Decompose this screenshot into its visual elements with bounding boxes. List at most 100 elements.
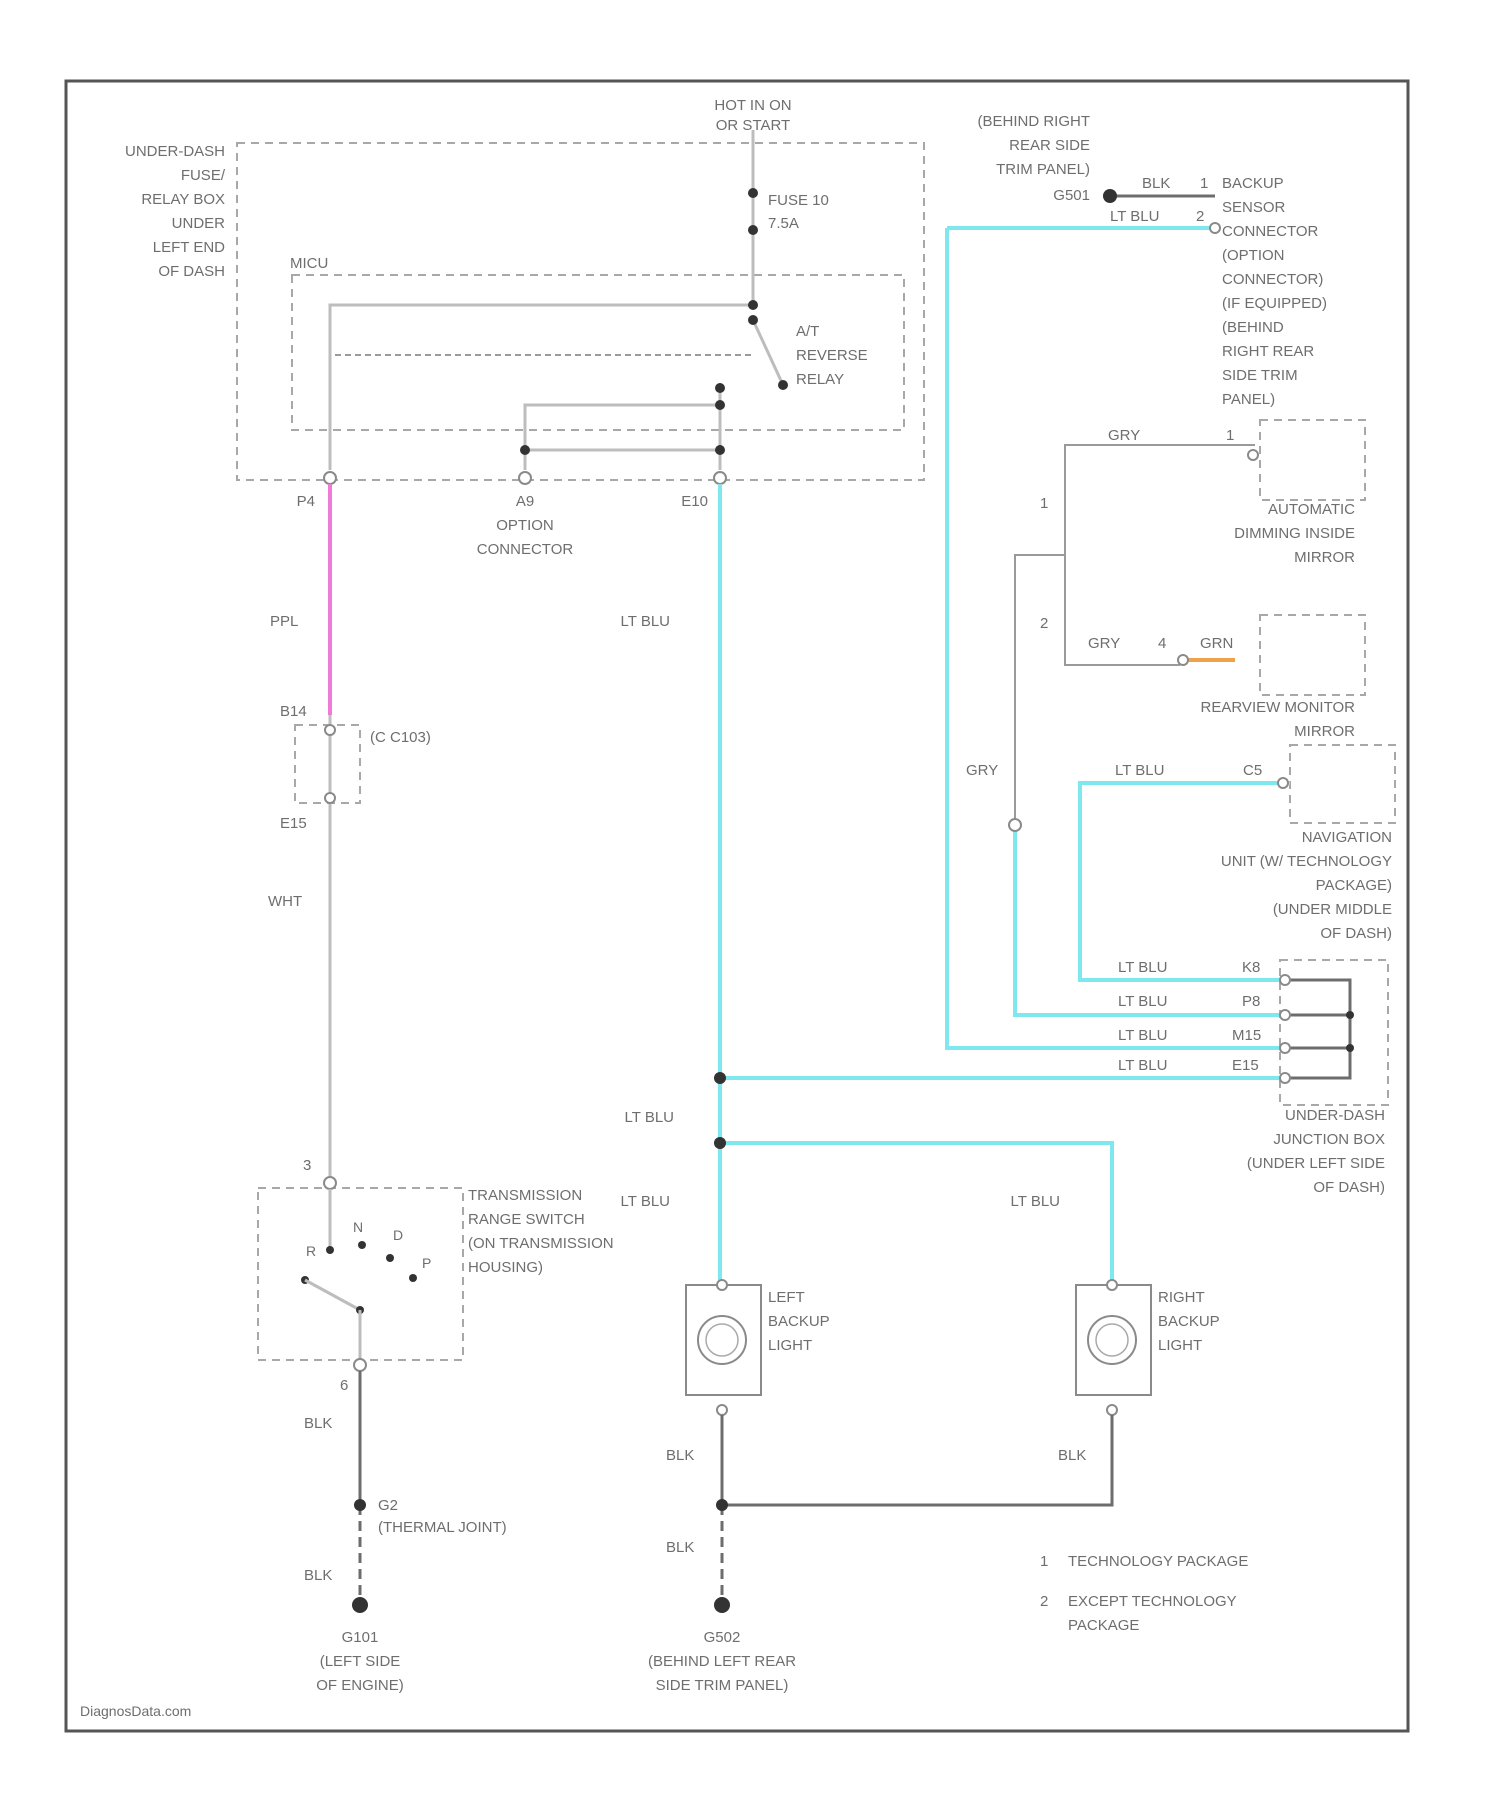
lt-blu-right-light-label: LT BLU [1011,1193,1060,1210]
junction-pin-p8 [1280,1010,1290,1020]
c103-label: (C C103) [370,729,431,746]
left-light-pin-1 [717,1280,727,1290]
svg-text:REVERSE: REVERSE [796,347,868,364]
gear-contact-d [386,1254,394,1262]
legend-2-marker: 2 [1040,615,1048,632]
svg-text:HOUSING): HOUSING) [468,1259,543,1276]
splice-dot [714,1137,726,1149]
gear-contact-p [409,1274,417,1282]
svg-text:CONNECTOR): CONNECTOR) [1222,271,1323,288]
svg-text:CONNECTOR: CONNECTOR [477,541,574,558]
svg-text:LEFT: LEFT [768,1289,805,1306]
svg-text:OF DASH: OF DASH [158,263,225,280]
svg-text:UNIT (W/ TECHNOLOGY: UNIT (W/ TECHNOLOGY [1221,853,1392,870]
g2-label: G2 [378,1497,398,1514]
splice-dot [748,188,758,198]
blk-trans-label: BLK [304,1415,332,1432]
pin-p4-terminal [324,472,336,484]
svg-text:2: 2 [1040,1593,1048,1610]
lt-blu-main-label: LT BLU [621,613,670,630]
trans-pin-6-label: 6 [340,1377,348,1394]
svg-text:(BEHIND RIGHT: (BEHIND RIGHT [978,113,1091,130]
lt-blu-left-light-label: LT BLU [621,1193,670,1210]
svg-text:P: P [422,1255,431,1271]
pin-p4-label: P4 [297,493,315,510]
junction-pin-e15 [1280,1073,1290,1083]
ppl-label: PPL [270,613,298,630]
svg-text:(BEHIND: (BEHIND [1222,319,1284,336]
svg-text:PANEL): PANEL) [1222,391,1275,408]
lt-blu-mid-label: LT BLU [625,1109,674,1126]
svg-text:RELAY: RELAY [796,371,844,388]
splice-dot [715,445,725,455]
svg-text:G502: G502 [704,1629,741,1646]
svg-text:(OPTION: (OPTION [1222,247,1285,264]
gear-contact-r [326,1246,334,1254]
svg-text:UNDER-DASH: UNDER-DASH [125,143,225,160]
gry-branch-terminal [1009,819,1021,831]
svg-text:TECHNOLOGY PACKAGE: TECHNOLOGY PACKAGE [1068,1553,1248,1570]
svg-text:OF DASH): OF DASH) [1320,925,1392,942]
svg-text:1: 1 [1040,1553,1048,1570]
blk-left-light-label: BLK [666,1447,694,1464]
svg-text:LEFT END: LEFT END [153,239,225,256]
svg-text:MIRROR: MIRROR [1294,549,1355,566]
nav-unit-pin [1278,778,1288,788]
blk-right-light-label: BLK [1058,1447,1086,1464]
svg-text:RIGHT REAR: RIGHT REAR [1222,343,1314,360]
svg-text:RIGHT: RIGHT [1158,1289,1205,1306]
trans-pin-6 [354,1359,366,1371]
svg-text:OR START: OR START [716,117,790,134]
splice-dot [748,225,758,235]
grn-label: GRN [1200,635,1233,652]
trans-pin-3-label: 3 [303,1157,311,1174]
svg-text:SIDE TRIM PANEL): SIDE TRIM PANEL) [656,1677,789,1694]
right-light-pin-1 [1107,1280,1117,1290]
g2-thermal-joint [354,1499,366,1511]
svg-text:K8: K8 [1242,959,1260,976]
svg-text:G101: G101 [342,1629,379,1646]
svg-text:N: N [353,1219,363,1235]
splice-dot [748,315,758,325]
svg-text:FUSE/: FUSE/ [181,167,226,184]
right-light-pin-2 [1107,1405,1117,1415]
g101-ground-icon [352,1597,368,1613]
splice-dot [778,380,788,390]
gear-contact-n [358,1241,366,1249]
svg-text:A9: A9 [516,493,534,510]
b14-label: B14 [280,703,307,720]
blk-g502-label: BLK [666,1539,694,1556]
svg-text:LIGHT: LIGHT [768,1337,812,1354]
svg-text:OPTION: OPTION [496,517,554,534]
micu-label: MICU [290,255,328,272]
right-bulb-icon [1088,1316,1136,1364]
pin-e10-label: E10 [681,493,708,510]
ground-splice-dot [716,1499,728,1511]
svg-text:(IF EQUIPPED): (IF EQUIPPED) [1222,295,1327,312]
gry-rearview-label: GRY [1088,635,1120,652]
svg-text:LT BLU: LT BLU [1118,1027,1167,1044]
svg-text:HOT IN ON: HOT IN ON [714,97,791,114]
wht-label: WHT [268,893,302,910]
rearview-mirror-pin [1178,655,1188,665]
svg-text:LT BLU: LT BLU [1118,1057,1167,1074]
svg-text:(BEHIND LEFT REAR: (BEHIND LEFT REAR [648,1653,796,1670]
svg-text:CONNECTOR: CONNECTOR [1222,223,1319,240]
svg-text:MIRROR: MIRROR [1294,723,1355,740]
pin-e10-terminal [714,472,726,484]
svg-text:REAR SIDE: REAR SIDE [1009,137,1090,154]
legend-1-marker: 1 [1040,495,1048,512]
sensor-pin-2-label: 2 [1196,208,1204,225]
svg-text:RANGE SWITCH: RANGE SWITCH [468,1211,585,1228]
svg-text:RELAY BOX: RELAY BOX [141,191,225,208]
junction-pin-k8 [1280,975,1290,985]
splice-dot [715,383,725,393]
svg-text:BACKUP: BACKUP [1158,1313,1220,1330]
left-bulb-icon [698,1316,746,1364]
svg-text:JUNCTION BOX: JUNCTION BOX [1273,1131,1385,1148]
svg-text:BACKUP: BACKUP [1222,175,1284,192]
svg-text:TRIM PANEL): TRIM PANEL) [996,161,1090,178]
junction-splice-dot [1346,1011,1354,1019]
e15-label: E15 [280,815,307,832]
